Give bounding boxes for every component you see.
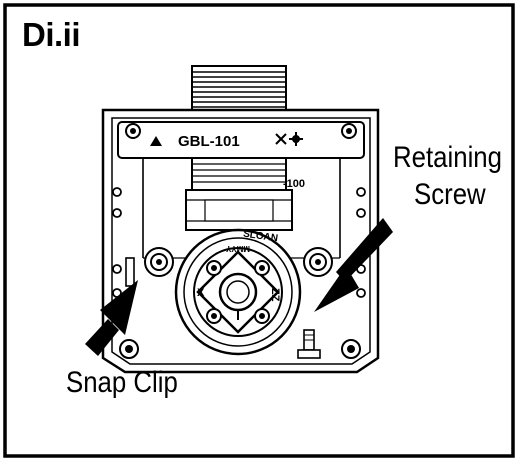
side-boss-left: [144, 247, 174, 277]
cover-screws: [125, 123, 357, 139]
svg-text:X: X: [197, 287, 205, 299]
bottom-screws: [119, 339, 361, 359]
outer-border: [3, 3, 515, 458]
snap-clip-callout: Snap Clip: [66, 366, 178, 399]
arrow-to-snap-clip: [85, 280, 138, 356]
retaining-screw-callout-line2: Screw: [414, 178, 486, 211]
retaining-screw-callout-line1: Retaining: [393, 141, 503, 174]
svg-text:ZZ: ZZ: [269, 288, 281, 302]
snap-clip: [125, 257, 135, 287]
arrow-to-retaining-screw: [314, 218, 393, 312]
mounting-holes: [112, 187, 366, 298]
x-sun-symbol-icon: [275, 132, 303, 146]
control-stop-valve: X ZZ: [174, 228, 302, 356]
retaining-screw: [297, 329, 321, 359]
side-boss-right: [303, 247, 333, 277]
warning-symbol-icon: [150, 136, 162, 146]
step-label: Di.ii: [22, 16, 81, 53]
brand-inverted-label: MMYY: [226, 244, 250, 253]
part-suffix-label: -100: [283, 178, 306, 190]
pipe-coupling: [185, 157, 293, 231]
part-number-label: GBL-101: [178, 133, 240, 150]
